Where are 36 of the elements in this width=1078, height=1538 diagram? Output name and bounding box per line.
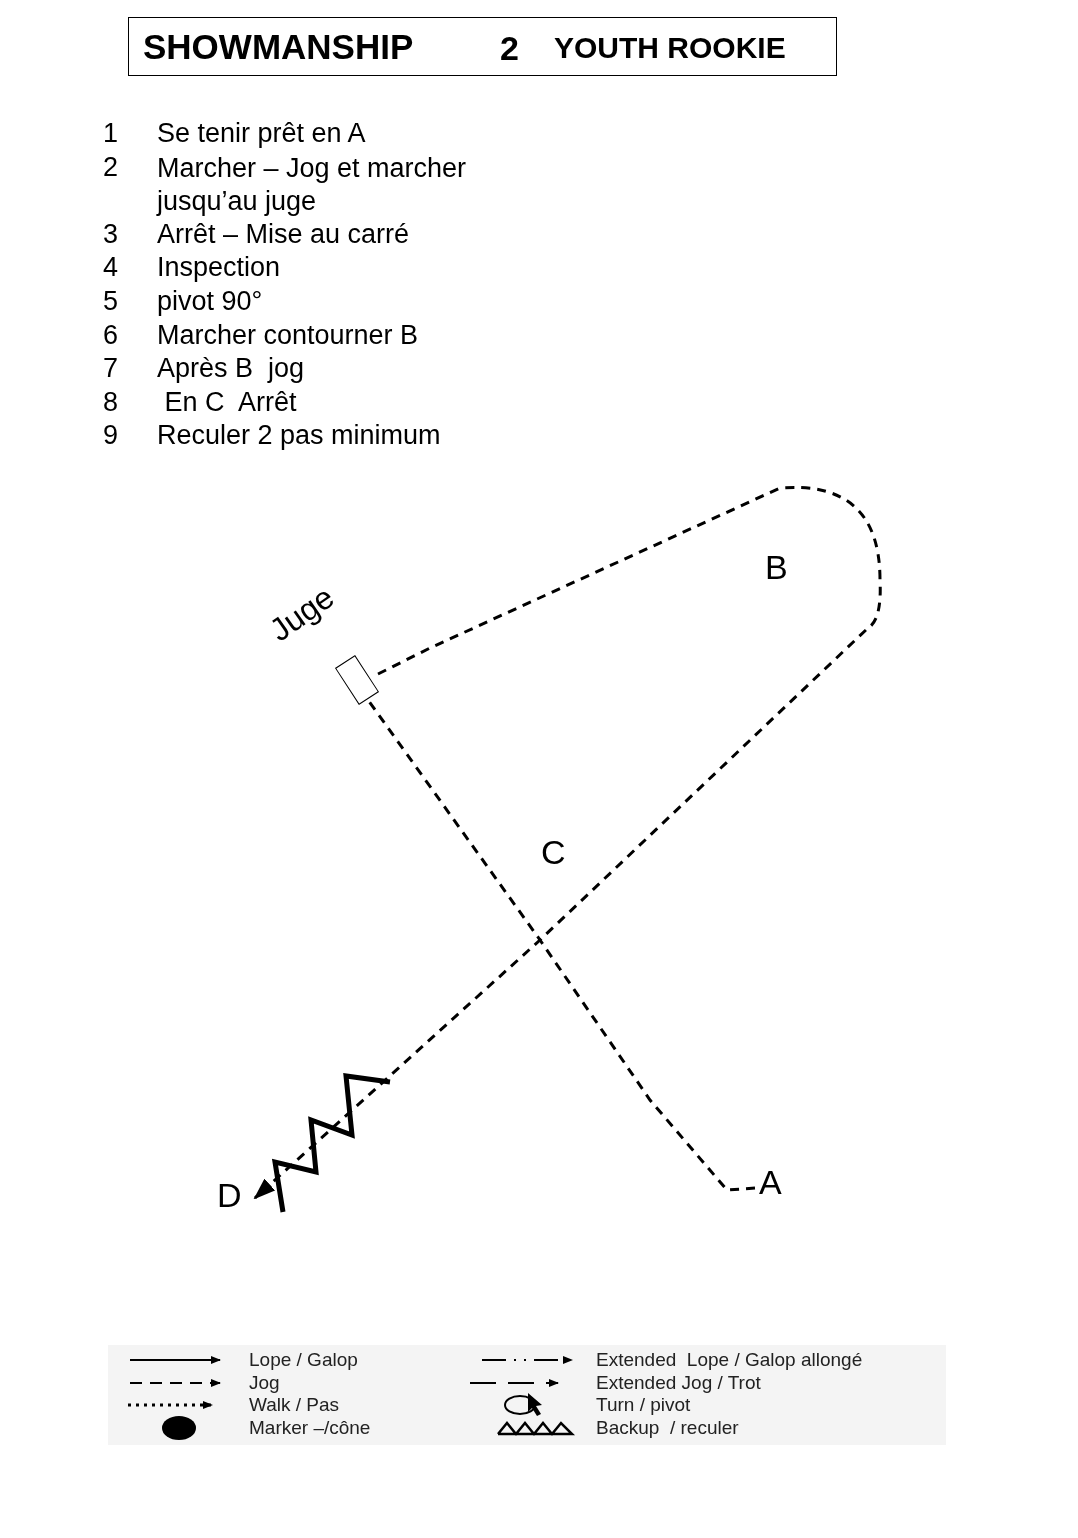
step-text: Reculer 2 pas minimum <box>157 420 441 452</box>
step-text: Inspection <box>157 252 281 284</box>
legend-text: Backup / reculer <box>596 1417 739 1439</box>
point-letter: D <box>217 1176 242 1216</box>
step-number: 9 <box>103 420 119 452</box>
step-number: 4 <box>103 252 119 284</box>
legend-text: Walk / Pas <box>249 1394 340 1416</box>
legend-text: Extended Jog / Trot <box>596 1372 761 1394</box>
step-number: 5 <box>103 286 119 318</box>
step-number: 7 <box>103 353 119 385</box>
step-text: pivot 90° <box>157 286 263 318</box>
point-letter: B <box>765 548 788 588</box>
legend-text: Marker –/cône <box>249 1417 371 1439</box>
legend-text: Jog <box>249 1372 280 1394</box>
step-text: Après B jog <box>157 353 305 385</box>
path-line <box>366 699 756 1192</box>
point-letter: A <box>759 1163 782 1203</box>
step-number: 1 <box>103 118 119 150</box>
legend-text: Lope / Galop <box>249 1349 358 1371</box>
title-text: YOUTH ROOKIE <box>554 31 786 66</box>
step-number: 3 <box>103 219 119 251</box>
step-number: 6 <box>103 320 119 352</box>
title-text: 2 <box>500 29 519 69</box>
step-number: 2 <box>103 152 119 184</box>
title: SHOWMANSHIP <box>143 27 414 68</box>
judge-label: Juge <box>262 578 341 649</box>
step-text: Se tenir prêt en A <box>157 118 366 150</box>
step-text: Marcher contourner B <box>157 320 419 352</box>
legend-text: Turn / pivot <box>596 1394 691 1416</box>
legend-text: Extended Lope / Galop allongé <box>596 1349 863 1371</box>
step-text: En C Arrêt <box>163 387 297 419</box>
point-letter: C <box>541 833 566 873</box>
step-number: 8 <box>103 387 119 419</box>
step-text: Marcher – Jog et marcher jusqu’au juge <box>157 152 468 218</box>
step-text: Arrêt – Mise au carré <box>157 219 410 251</box>
path-arrow <box>253 486 882 1200</box>
